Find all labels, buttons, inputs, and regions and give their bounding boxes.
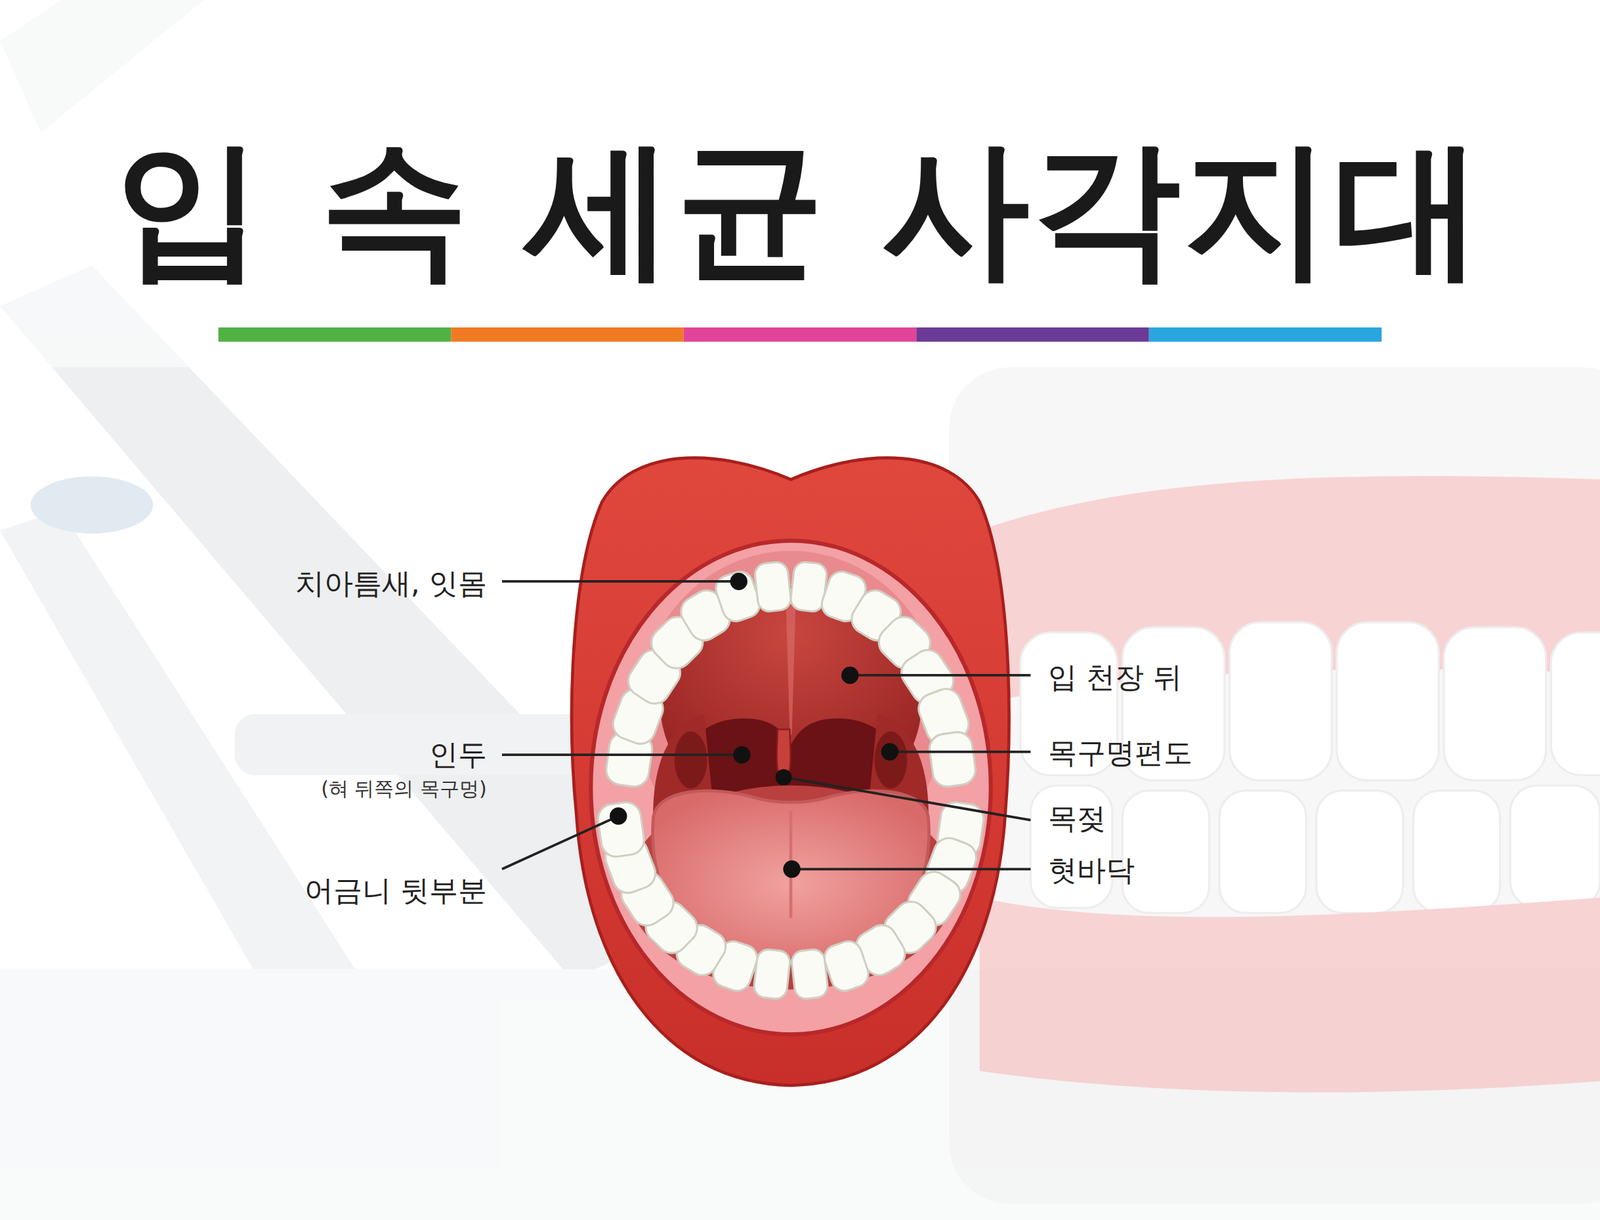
model-tooth — [1443, 627, 1546, 781]
model-tooth — [1510, 785, 1600, 909]
model-base — [948, 367, 1600, 1205]
model-tooth — [1316, 790, 1404, 914]
leader-line — [849, 673, 1031, 677]
tooth — [754, 561, 793, 613]
lower-gum — [979, 897, 1600, 1093]
model-tooth — [1550, 632, 1600, 776]
part-note: (혀 뒤쪽의 목구멍) — [320, 777, 487, 801]
color-bar — [1149, 327, 1383, 342]
color-bar — [218, 327, 452, 342]
page-title: 입 속 세균 사각지대 — [114, 127, 1486, 291]
mouth-floor — [627, 785, 955, 990]
leader-line — [792, 867, 1032, 871]
part-label: 어금니 뒷부분 — [304, 873, 487, 909]
part-label: 목구명편도 — [1048, 735, 1193, 771]
leader-line — [502, 815, 619, 869]
palate-ridge — [785, 596, 797, 735]
marker-dot — [841, 666, 859, 684]
tooth — [927, 730, 978, 789]
tooth — [790, 948, 829, 1001]
marker-dot — [782, 860, 800, 878]
part-label: 입 천장 뒤 — [1048, 660, 1182, 695]
model-tooth — [1122, 790, 1209, 914]
part-label: 치아틈새, 잇몸 — [295, 566, 487, 602]
part-label: 인두 — [429, 737, 487, 773]
tonsil — [874, 731, 908, 789]
color-bar — [450, 327, 684, 342]
leader-line — [502, 580, 736, 583]
marker-dot — [733, 746, 751, 764]
model-tooth — [1219, 790, 1306, 914]
teeth — [595, 561, 986, 1001]
marker-dot — [729, 572, 747, 590]
tonsil — [674, 731, 708, 789]
model-tooth — [1229, 622, 1332, 781]
chair-knob — [30, 476, 154, 534]
part-label: 목젖 — [1048, 801, 1106, 837]
marker-dot — [609, 807, 627, 825]
leader-line — [502, 753, 739, 757]
gums — [590, 540, 991, 1035]
leader-line — [783, 777, 1031, 820]
part-label: 혓바닥 — [1048, 853, 1135, 888]
marker-dot — [775, 769, 793, 786]
model-tooth — [1336, 622, 1439, 781]
color-bar — [916, 327, 1150, 342]
fade — [0, 0, 1600, 368]
model-tooth — [1030, 785, 1112, 909]
tooth — [595, 800, 646, 859]
denture-model — [948, 367, 1600, 1205]
model-tooth — [1412, 790, 1500, 914]
tooth — [752, 948, 791, 1001]
leader-line — [889, 750, 1032, 754]
lips — [571, 458, 1009, 1086]
marker-dot — [881, 742, 899, 760]
leader-lines — [502, 581, 1031, 869]
marker-dots — [609, 572, 899, 879]
color-bar — [683, 327, 917, 342]
